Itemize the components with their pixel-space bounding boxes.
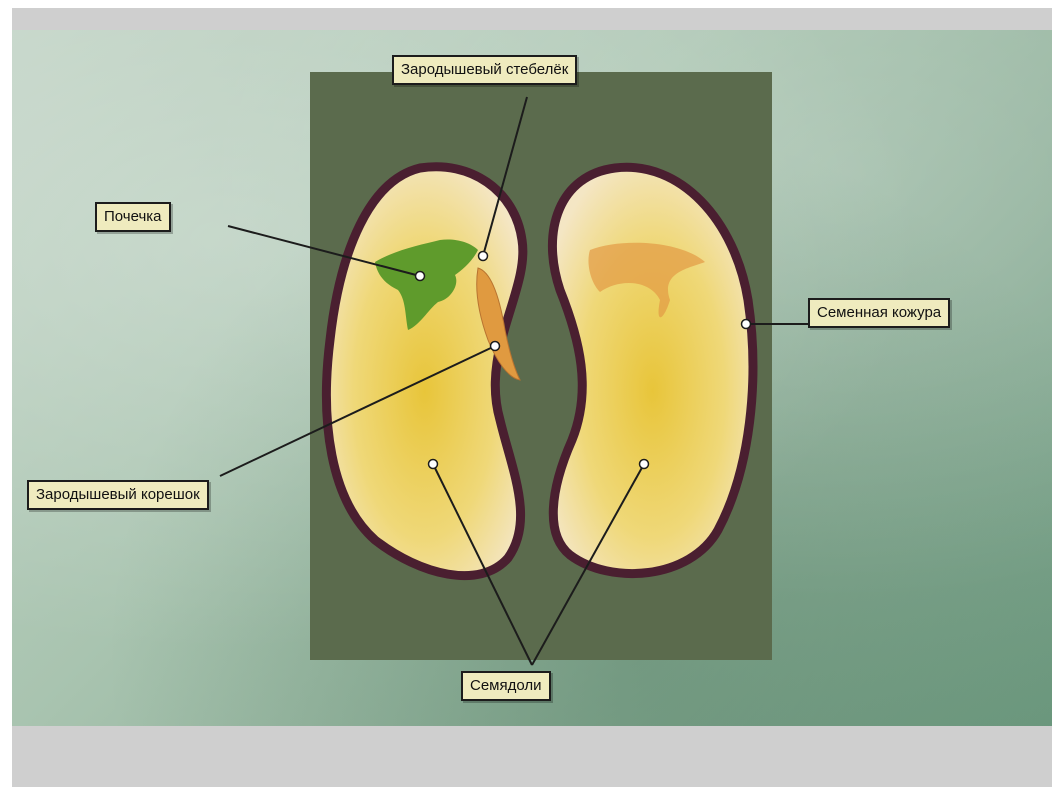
right-cotyledon [552, 167, 752, 573]
dot-cotyledon-left [429, 460, 438, 469]
label-embryo-root: Зародышевый корешок [27, 480, 209, 510]
left-cotyledon [326, 167, 522, 576]
dot-bud [416, 272, 425, 281]
dot-seed-coat [742, 320, 751, 329]
dot-cotyledon-right [640, 460, 649, 469]
label-seed-coat: Семенная кожура [808, 298, 950, 328]
label-embryo-stem: Зародышевый стебелёк [392, 55, 577, 85]
dot-root [491, 342, 500, 351]
label-cotyledons: Семядоли [461, 671, 551, 701]
label-bud: Почечка [95, 202, 171, 232]
dot-stem [479, 252, 488, 261]
